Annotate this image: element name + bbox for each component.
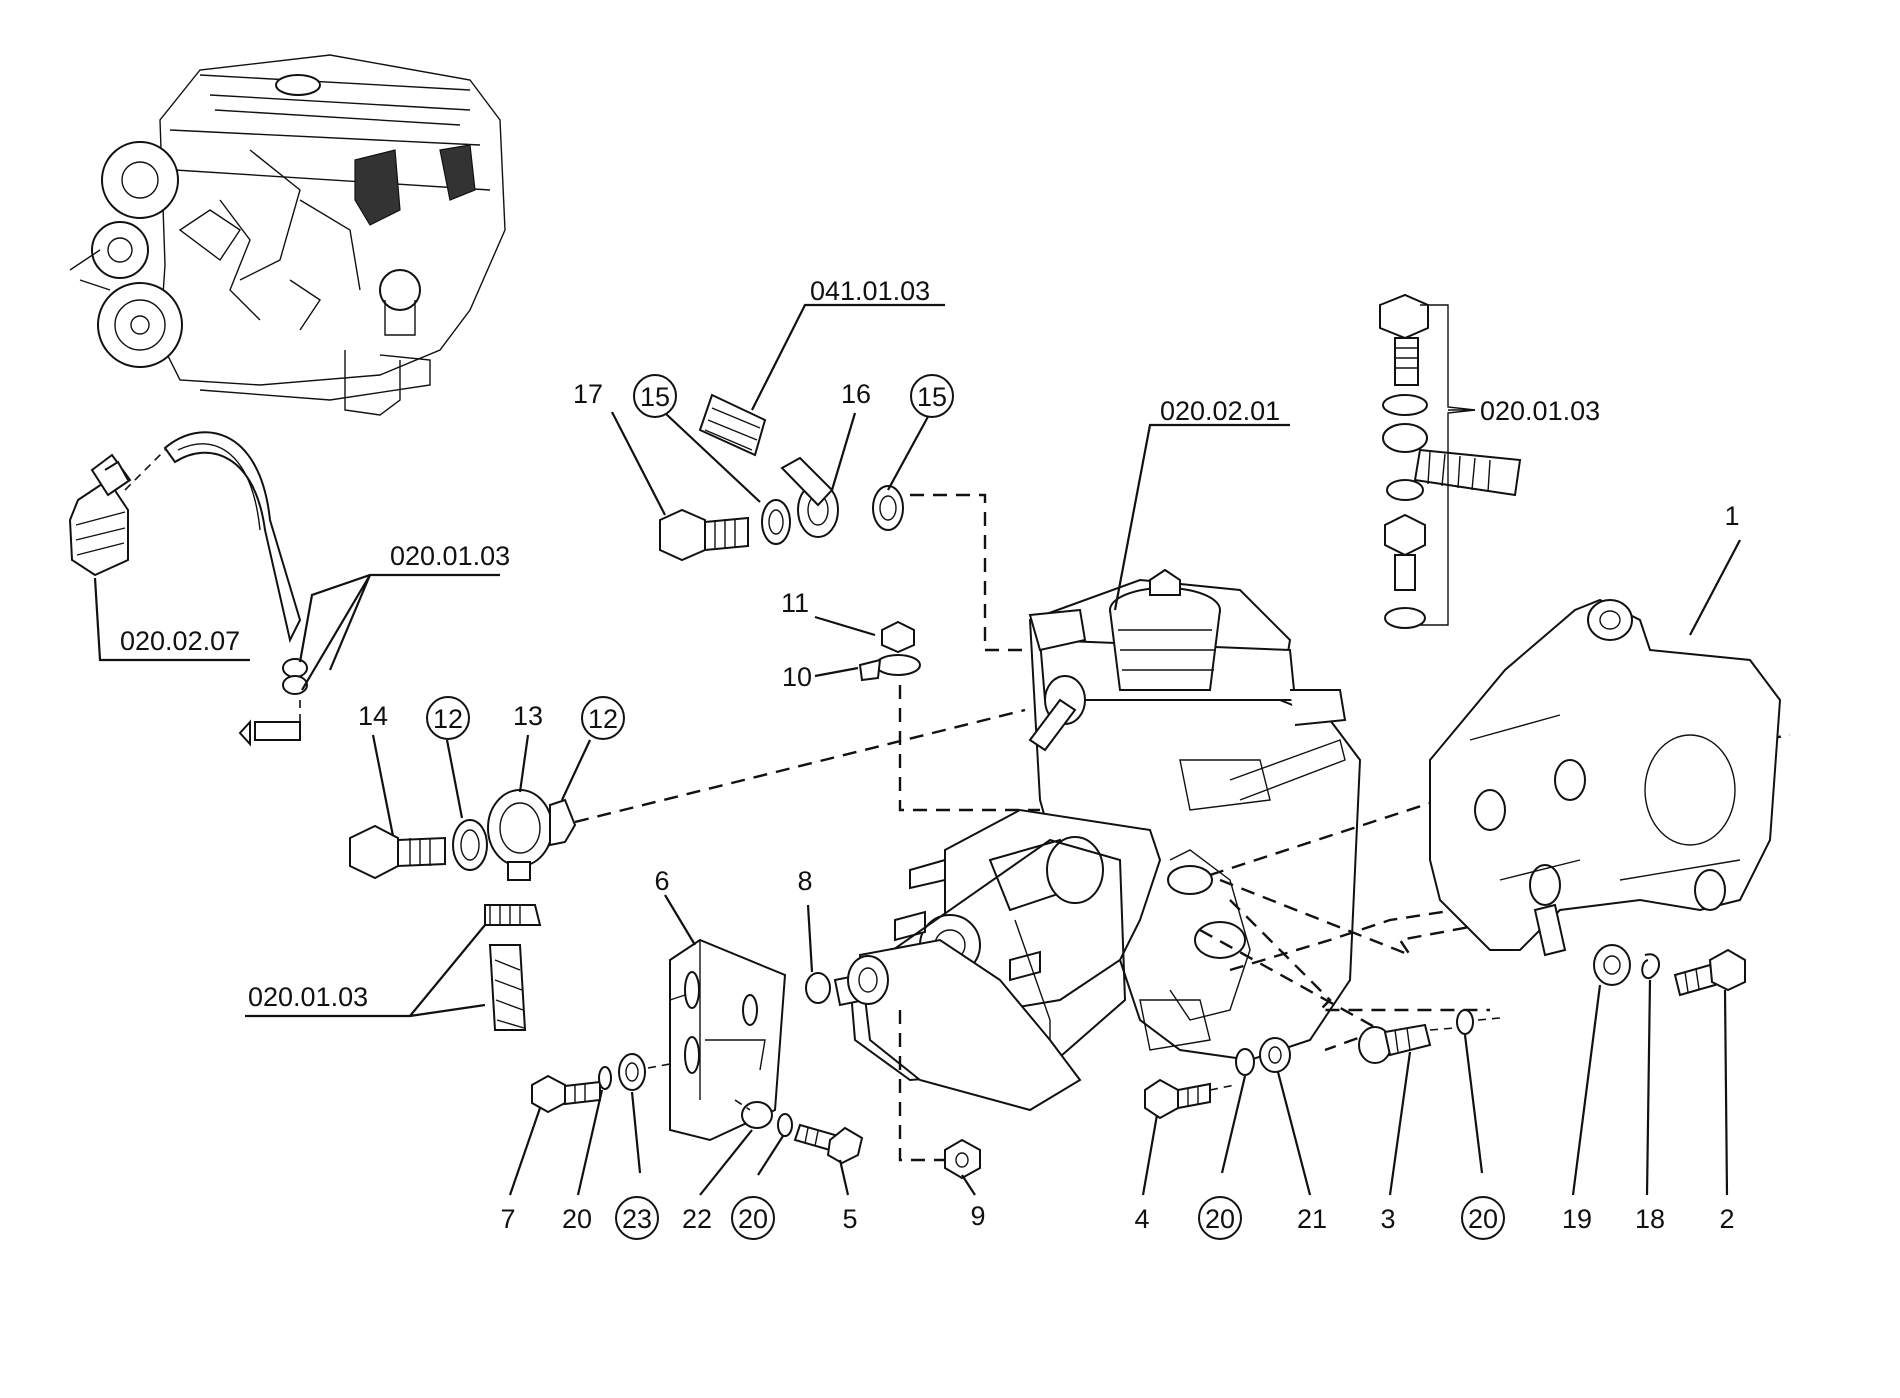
circled-label-20-lower-left: 20 [738,1204,768,1234]
part-number-labels: 1 2 3 4 5 6 7 8 9 10 11 13 14 16 17 18 1… [358,379,1740,1234]
hose-and-clip [484,904,542,1031]
nut-9 [944,1138,981,1180]
part-label-21: 21 [1297,1204,1327,1234]
part-label-13: 13 [513,701,543,731]
reference-020-01-03-left: 020.01.03 [390,541,510,571]
part-label-8: 8 [797,866,812,896]
bolt-4-assembly [1144,1037,1291,1120]
circled-label-12-left: 12 [433,704,463,734]
part-label-9: 9 [970,1201,985,1231]
fuel-line-bolt-stack [1379,293,1522,629]
assembly-axis-line [1229,888,1581,972]
reference-020-02-07: 020.02.07 [120,626,240,656]
reference-020-02-01: 020.02.01 [1160,396,1280,426]
reference-041-01-03: 041.01.03 [810,276,930,306]
part-label-22: 22 [682,1204,712,1234]
circled-part-labels: 15 15 12 12 23 20 20 20 [426,374,1505,1240]
part-label-4: 4 [1134,1204,1149,1234]
nut-and-tab-washer [858,620,1040,812]
pump-mounting-bracket [1429,598,1782,957]
reference-020-01-03-lower-left: 020.01.03 [248,982,368,1012]
bolt-5-assembly [734,1099,864,1165]
part-label-17: 17 [573,379,603,409]
bolt-7-assembly [531,1053,671,1114]
assembly-axis-line [1229,899,1490,1012]
reference-code-labels: 041.01.03 020.02.01 020.01.03 020.01.03 … [120,276,1600,1012]
bolt-3-assembly [1358,1009,1501,1064]
engine-overview-illustration [69,54,506,416]
banjo-fitting-group-left [349,708,1026,881]
plate-and-washers-center [805,938,1082,1162]
part-label-20: 20 [562,1204,592,1234]
injection-pump-body [848,568,1362,1082]
part-label-18: 18 [1635,1204,1665,1234]
part-label-7: 7 [500,1204,515,1234]
circled-label-15-left: 15 [640,382,670,412]
part-label-16: 16 [841,379,871,409]
circled-label-15-right: 15 [917,382,947,412]
circled-label-12-right: 12 [588,704,618,734]
part-label-10: 10 [782,662,812,692]
circled-label-23: 23 [622,1204,652,1234]
part-label-11: 11 [781,588,809,618]
part-label-5: 5 [842,1204,857,1234]
part-label-14: 14 [358,701,388,731]
circled-label-20-right: 20 [1468,1204,1498,1234]
support-bracket [669,938,787,1142]
temperature-sender-and-pipe [68,431,308,747]
leader-lines [93,303,1741,1196]
bolt-2-assembly [1593,944,1746,997]
part-label-2: 2 [1719,1204,1734,1234]
reference-020-01-03-top-right: 020.01.03 [1480,396,1600,426]
part-label-6: 6 [654,866,669,896]
part-label-19: 19 [1562,1204,1592,1234]
part-label-1: 1 [1724,501,1739,531]
part-label-3: 3 [1380,1204,1395,1234]
banjo-fitting-group-top [659,393,1030,652]
circled-label-20-middle: 20 [1205,1204,1235,1234]
